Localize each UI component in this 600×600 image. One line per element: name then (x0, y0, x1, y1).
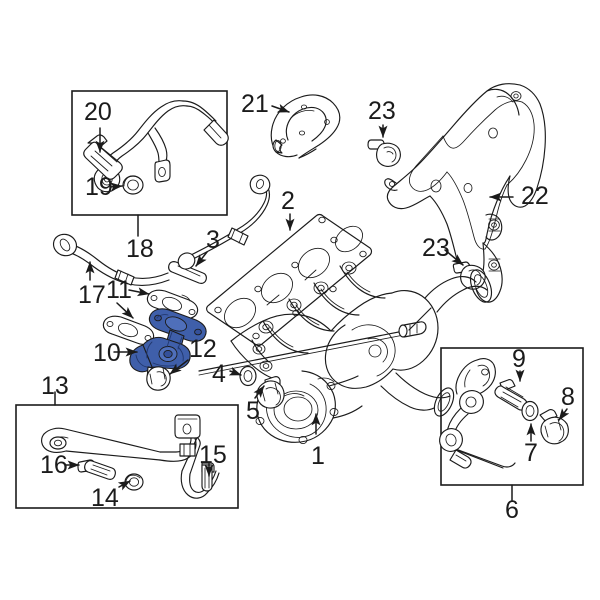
callout-23-lower[interactable]: 23 (422, 234, 450, 262)
callout-3[interactable]: 3 (206, 226, 220, 254)
callout-1[interactable]: 1 (311, 442, 325, 470)
callout-14[interactable]: 14 (91, 484, 119, 512)
callout-11[interactable]: 11 (106, 276, 132, 304)
part-22-turbo-heat-shield (384, 83, 546, 303)
callout-13[interactable]: 13 (41, 372, 69, 400)
callout-5[interactable]: 5 (246, 397, 260, 425)
callout-8[interactable]: 8 (561, 383, 575, 411)
oil-feed-rod (177, 174, 271, 270)
callout-19[interactable]: 19 (85, 173, 113, 201)
callout-7[interactable]: 7 (524, 439, 538, 467)
callout-21[interactable]: 21 (241, 90, 269, 118)
part-16-bolt-stepped (77, 459, 116, 480)
part-1-turbocharger-assembly (198, 261, 493, 445)
part-7-gasket-washer (521, 400, 539, 422)
callout-18[interactable]: 18 (126, 235, 154, 263)
part-8-banjo-bolt (539, 409, 569, 445)
part-11-gasket-upper (146, 289, 199, 319)
callout-2[interactable]: 2 (281, 187, 295, 215)
part-21-heat-shield-upper (270, 94, 341, 159)
callout-12[interactable]: 12 (189, 335, 217, 363)
callout-9[interactable]: 9 (512, 345, 526, 373)
callout-20[interactable]: 20 (84, 98, 112, 126)
box-6-oil-return-kit (440, 347, 584, 501)
box-18-oil-supply-line (71, 90, 228, 237)
callout-10[interactable]: 10 (93, 339, 121, 367)
part-13-coolant-tube (41, 414, 220, 499)
callout-23-upper[interactable]: 23 (368, 97, 396, 125)
callout-17[interactable]: 17 (78, 281, 106, 309)
part-12-bolt (146, 366, 171, 391)
callout-16[interactable]: 16 (40, 451, 68, 479)
callout-6[interactable]: 6 (505, 496, 519, 524)
part-9-union-fitting (494, 379, 528, 411)
callout-22[interactable]: 22 (521, 182, 549, 210)
box-13-coolant-tube-kit (15, 391, 239, 509)
callout-15[interactable]: 15 (199, 441, 227, 469)
part-17-coolant-feed-pipe (52, 233, 170, 286)
part-4-seal-ring (239, 365, 257, 387)
part-5-nut (256, 376, 285, 409)
part-12-oil-feed-adapter-highlighted (129, 308, 207, 373)
part-19-seal-washer (122, 175, 144, 195)
part-23-bolt-upper (367, 139, 401, 167)
part-10-oil-supply-gasket (102, 321, 113, 335)
part-2-exhaust-manifold-gasket (206, 213, 373, 347)
callout-leaders (65, 103, 570, 491)
part-6-oil-return-tube (439, 358, 516, 469)
callout-4[interactable]: 4 (212, 360, 226, 388)
